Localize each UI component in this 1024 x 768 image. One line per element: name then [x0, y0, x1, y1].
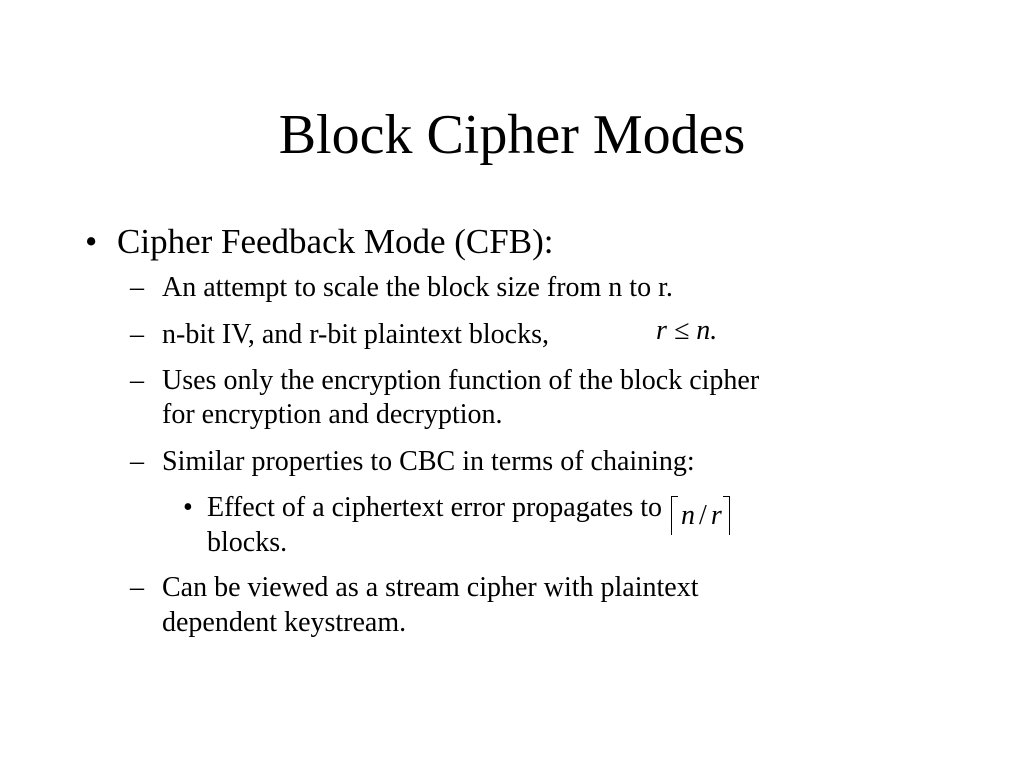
ceiling-right-bracket: [722, 496, 730, 535]
subsubitem-error-line2: blocks.: [207, 527, 288, 558]
subitem-encryption-line1: Uses only the encryption function of the…: [162, 365, 760, 396]
subitem-iv: n-bit IV, and r-bit plaintext blocks,: [162, 319, 549, 350]
subsubitem-error-text: Effect of a ciphertext error propagates …: [207, 492, 663, 523]
subsubitem-error-line1: Effect of a ciphertext error propagates …: [207, 491, 732, 536]
ceiling-left-bracket: [671, 496, 679, 535]
dash-marker: –: [130, 446, 144, 477]
dash-marker: –: [130, 572, 144, 603]
ceiling-numerator: n: [681, 500, 696, 531]
math-r-le-n: r ≤ n.: [656, 315, 718, 346]
bullet-marker: •: [183, 492, 193, 523]
bullet-cfb: Cipher Feedback Mode (CFB):: [117, 222, 554, 261]
subitem-encryption-line2: for encryption and decryption.: [162, 399, 503, 430]
ceiling-slash: /: [699, 500, 707, 531]
slide-title: Block Cipher Modes: [278, 104, 746, 166]
dash-marker: –: [130, 272, 144, 303]
ceiling-denominator: r: [710, 500, 722, 531]
subitem-stream-line1: Can be viewed as a stream cipher with pl…: [162, 572, 699, 603]
dash-marker: –: [130, 319, 144, 350]
subitem-stream-line2: dependent keystream.: [162, 607, 407, 638]
bullet-marker: •: [85, 222, 98, 261]
subitem-cbc: Similar properties to CBC in terms of ch…: [162, 446, 695, 477]
subitem-scale: An attempt to scale the block size from …: [162, 272, 673, 303]
dash-marker: –: [130, 365, 144, 396]
ceiling-n-over-r: n/r: [669, 496, 732, 536]
